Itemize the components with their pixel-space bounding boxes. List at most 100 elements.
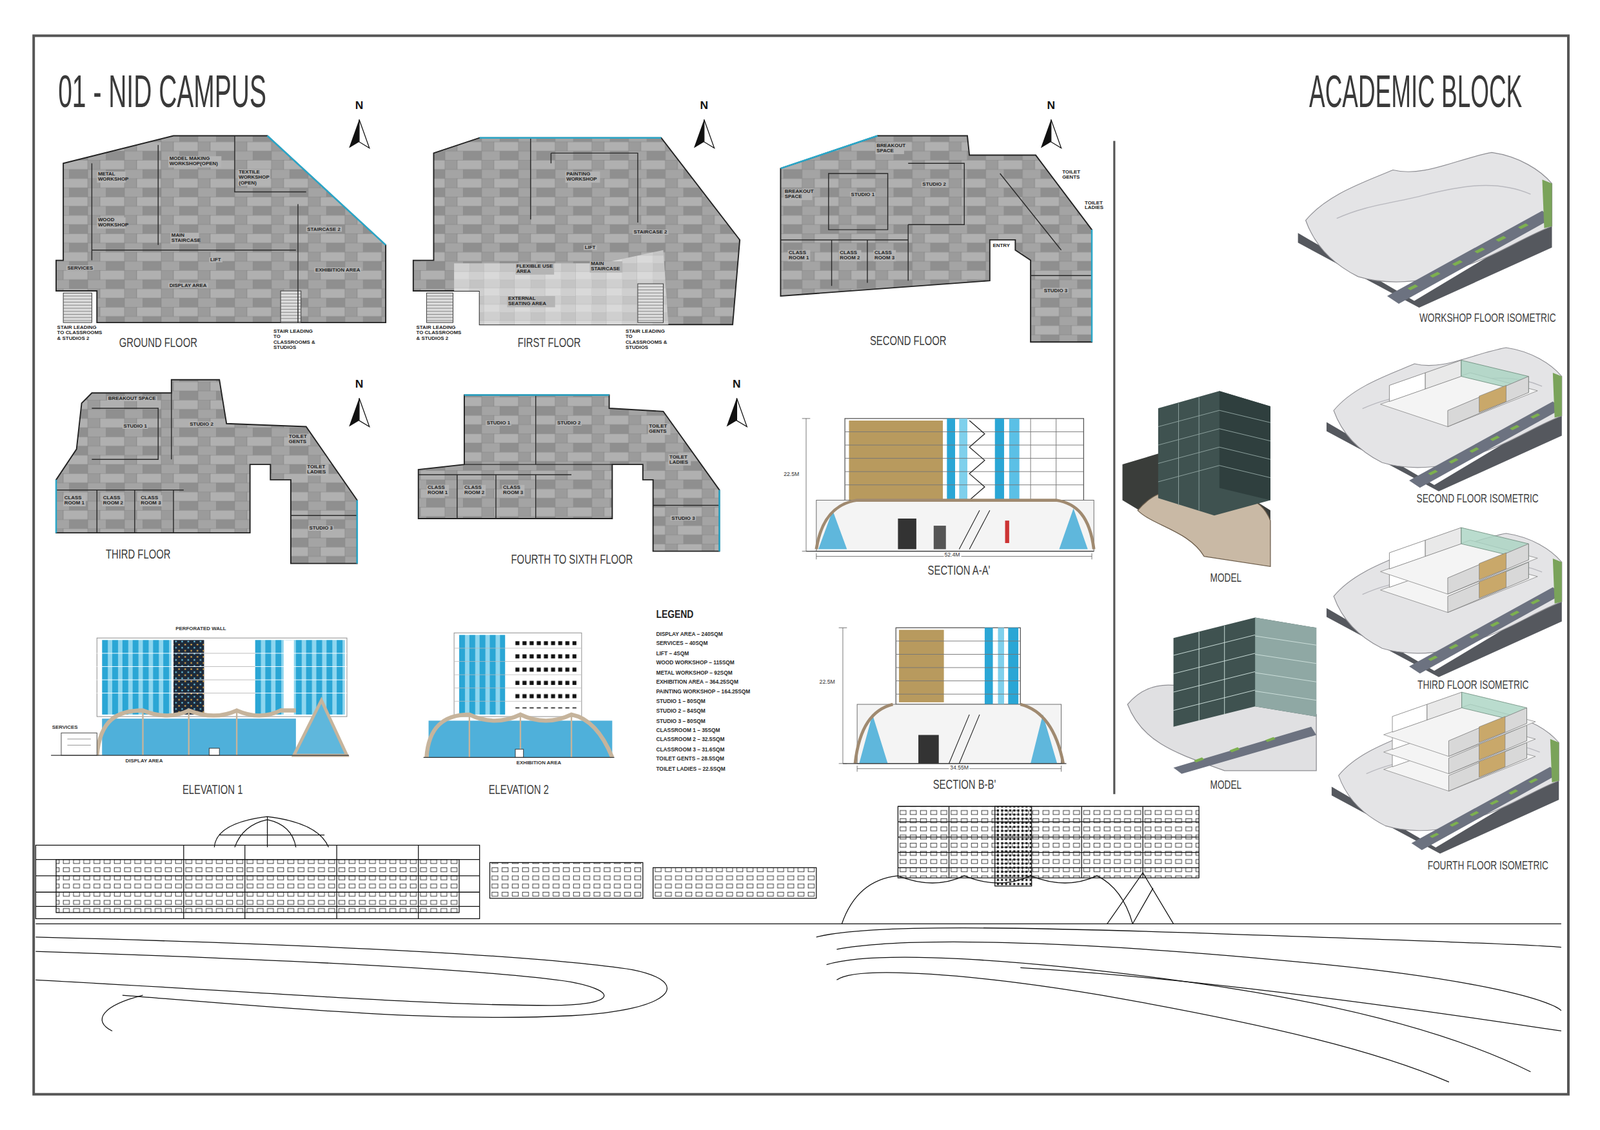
room-label: CLASS ROOM 1 — [63, 495, 86, 507]
room-label: STUDIO 3 — [670, 515, 697, 521]
elevation-2-drawing-part — [454, 648, 582, 702]
room-label: TOILET GENTS — [287, 434, 311, 445]
plan-title: FOURTH TO SIXTH FLOOR — [510, 553, 633, 567]
campus-sketch-part — [841, 872, 1174, 924]
floor-plan-outline — [50, 132, 393, 356]
elevation-1-drawing-part — [203, 653, 255, 694]
room-label: STUDIO 1 — [849, 192, 876, 198]
north-arrows-part — [726, 397, 738, 427]
room-label: FLEXIBLE USE AREA — [515, 263, 554, 275]
section-a-drawing-part — [816, 500, 1094, 550]
drawing-title: ELEVATION 2 — [488, 783, 549, 797]
room-label: BREAKOUT SPACE — [783, 188, 812, 200]
section-b-drawing-part — [918, 735, 939, 764]
campus-sketch-part — [101, 995, 143, 1031]
elevation-1-drawing-part — [96, 710, 297, 756]
model-render-part — [1229, 747, 1241, 753]
floor-plan: PAINTING WORKSHOPSTAIRCASE 2LIFTFLEXIBLE… — [408, 132, 751, 356]
section-a-drawing-part — [848, 420, 943, 500]
section-b-drawing-part — [895, 641, 1021, 694]
campus-sketch — [35, 806, 1561, 1082]
drawing-title: ELEVATION 1 — [181, 783, 242, 797]
legend-entry: TOILET GENTS – 28.5SQM — [655, 756, 725, 763]
room-label: CLASS ROOM 3 — [501, 484, 525, 496]
campus-sketch-part — [995, 806, 1032, 886]
dimension: 22.5M — [819, 679, 836, 686]
stair-treads — [63, 296, 92, 321]
room-label: STUDIO 2 — [555, 420, 582, 426]
elevation-2-drawing-part — [423, 757, 615, 758]
model-render — [1127, 617, 1317, 774]
elevation-2-drawing-part — [426, 714, 613, 758]
elevation-2-drawing-part — [454, 632, 582, 717]
interior-walls — [91, 135, 306, 323]
section-b-drawing-part — [984, 627, 994, 705]
dimension: 22.5M — [783, 471, 800, 478]
callout: PERFORATED WALL — [175, 625, 227, 631]
floor-slab — [56, 379, 358, 564]
stair-symbol — [63, 292, 92, 323]
room-label: TOILET LADIES — [306, 464, 329, 476]
isometric-renders-part — [1383, 691, 1536, 757]
section-a-drawing-part — [1005, 520, 1010, 544]
stair-treads — [637, 286, 664, 321]
room-label: STUDIO 3 — [308, 525, 335, 531]
section-a-drawing-part — [995, 418, 1005, 503]
elevation-1-drawing-part — [283, 639, 295, 715]
external-paving — [454, 250, 669, 326]
room-label: MAIN STAIRCASE — [170, 232, 199, 244]
section-a-drawing-part — [946, 418, 956, 503]
north-letter: N — [699, 99, 709, 111]
room-label: STAIR LEADING TO CLASSROOMS & STUDIOS — [624, 328, 672, 351]
section-b-drawing-part — [839, 627, 1062, 772]
north-letter: N — [1046, 99, 1056, 111]
section-b-drawing-part — [997, 627, 1004, 705]
plan-title: FIRST FLOOR — [517, 336, 582, 350]
sheet-frame — [33, 35, 1569, 1094]
north-letter: N — [355, 378, 364, 390]
campus-sketch-part — [214, 816, 329, 847]
floor-slab — [413, 138, 740, 326]
render-title: MODEL — [1209, 571, 1242, 584]
room-label: MODEL MAKING WORKSHOP(OPEN) — [168, 156, 222, 168]
room-label: BREAKOUT SPACE — [107, 395, 157, 402]
room-label: TOILET LADIES — [668, 454, 691, 465]
elevation-1-drawing-part — [255, 639, 346, 715]
campus-sketch-part — [897, 806, 1199, 878]
legend-entry: STUDIO 3 – 80SQM — [655, 718, 705, 725]
section-a-drawing-part — [897, 518, 916, 549]
north-arrows-part — [693, 119, 705, 148]
campus-sketch-part — [56, 859, 460, 913]
room-label: CLASS ROOM 3 — [873, 250, 896, 262]
interior-walls — [530, 138, 638, 223]
campus-sketch-part — [35, 937, 667, 1018]
elevation-1-drawing-part — [101, 639, 172, 715]
legend-heading: LEGEND — [655, 608, 694, 620]
model-render-part — [1158, 390, 1271, 516]
render-title: WORKSHOP FLOOR ISOMETRIC — [1419, 311, 1557, 324]
elevation-2-drawing-part — [469, 716, 572, 758]
room-label: STAIR LEADING TO CLASSROOMS & STUDIOS 2 — [415, 324, 465, 341]
render-title: THIRD FLOOR ISOMETRIC — [1416, 678, 1528, 691]
room-label: BREAKOUT SPACE — [875, 143, 905, 155]
render-title: SECOND FLOOR ISOMETRIC — [1416, 492, 1539, 505]
room-label: EXTERNAL SEATING AREA — [506, 296, 555, 307]
floor-plan: BREAKOUT SPACEBREAKOUT SPACESTUDIO 1STUD… — [765, 132, 1113, 356]
room-label: STUDIO 1 — [485, 420, 512, 426]
section-b-drawing-part — [859, 714, 888, 764]
room-label: TOILET LADIES — [1083, 199, 1108, 211]
floor-slab — [56, 135, 386, 323]
campus-sketch-part — [653, 867, 817, 898]
section-b-drawing-part — [842, 762, 1067, 764]
floor-plan-outline — [408, 132, 751, 356]
glazing-edge — [479, 136, 662, 139]
elevation-2-drawing-part — [515, 749, 524, 758]
north-arrows-part — [704, 119, 715, 148]
north-arrows-part — [1051, 119, 1062, 148]
section-a-drawing-part — [844, 418, 1084, 503]
section-b-drawing-part — [898, 630, 945, 703]
model-render-part — [1173, 625, 1317, 721]
section-a-drawing-part — [816, 500, 1094, 552]
north-arrows-part — [348, 397, 360, 427]
